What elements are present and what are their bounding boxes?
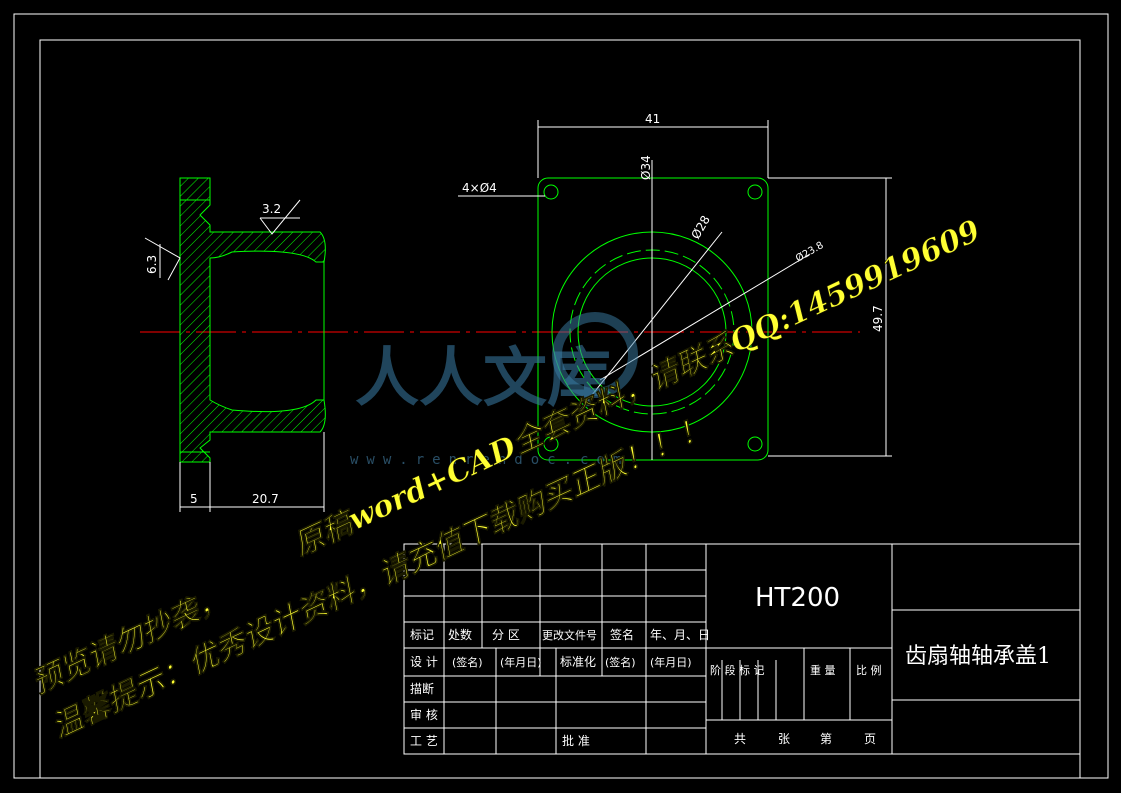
rev-header-doc: 更改文件号	[542, 628, 597, 642]
inner-border	[39, 39, 1081, 779]
draft-label: 描断	[410, 681, 434, 696]
scale-label: 比 例	[856, 663, 882, 677]
rev-header-mark: 标记	[410, 628, 434, 642]
stage-label: 阶 段 标 记	[710, 663, 765, 677]
review-label: 审 核	[410, 707, 438, 722]
dim-rough-3-2: 3.2	[262, 202, 281, 216]
dim-dia-34: Ø34	[639, 155, 653, 180]
process-label: 工 艺	[410, 734, 438, 748]
dim-41: 41	[645, 112, 660, 126]
page-label: 第	[820, 732, 832, 746]
dim-5: 5	[190, 492, 198, 506]
rev-header-date: 年、月、日	[650, 628, 710, 642]
title-block	[403, 543, 1081, 755]
logo-url: www.renrendoc.com	[350, 452, 629, 468]
dim-dia-small: Ø23.8	[794, 239, 826, 264]
approve-label: 批 准	[562, 733, 590, 748]
rev-header-count: 处数	[448, 627, 472, 642]
page-suffix: 页	[864, 732, 876, 746]
design-date: (年月日)	[500, 655, 542, 669]
dim-dia-28: Ø28	[688, 213, 712, 241]
sheets-label: 张	[778, 732, 790, 746]
material-label: HT200	[755, 583, 840, 613]
part-name: 齿扇轴轴承盖1	[905, 644, 1051, 669]
dim-hole-callout: 4×Ø4	[462, 181, 497, 195]
design-sign: (签名)	[452, 655, 483, 669]
dim-rough-6-3: 6.3	[145, 255, 159, 274]
dim-20-7: 20.7	[252, 492, 279, 506]
rev-header-sign: 签名	[610, 627, 634, 642]
standardize-sign: (签名)	[605, 655, 636, 669]
section-view	[144, 177, 326, 512]
logo-text: 人人文库	[355, 341, 611, 416]
standardize-date: (年月日)	[650, 655, 692, 669]
weight-label: 重 量	[810, 663, 836, 677]
site-logo: 人人文库 www.renrendoc.com	[350, 312, 638, 468]
rev-header-zone: 分 区	[492, 628, 520, 642]
dim-49-7: 49.7	[871, 305, 885, 332]
total-label: 共	[734, 732, 746, 746]
standardize-label: 标准化	[560, 655, 596, 669]
design-label: 设 计	[410, 655, 438, 669]
